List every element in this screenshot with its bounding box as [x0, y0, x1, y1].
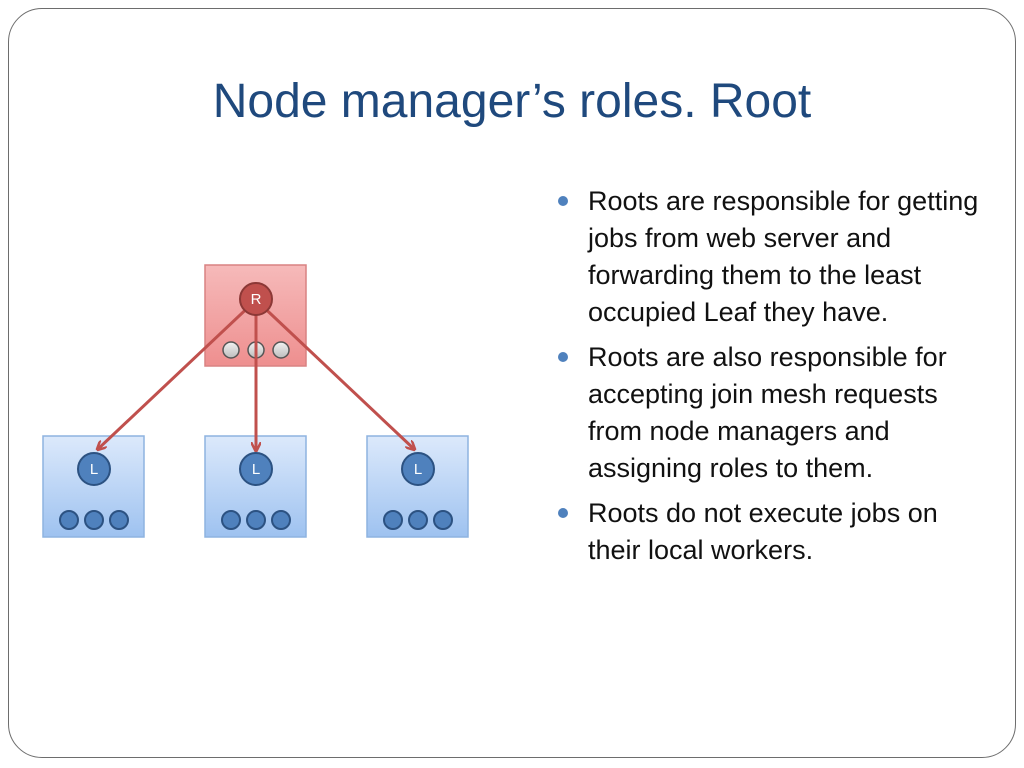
bullet-item: Roots do not execute jobs on their local…	[556, 495, 996, 569]
bullet-item: Roots are responsible for getting jobs f…	[556, 183, 996, 331]
leaf-node-label-2: L	[252, 461, 260, 478]
bullet-dot-icon	[558, 508, 568, 518]
bullet-item: Roots are also responsible for accepting…	[556, 339, 996, 487]
arrow-to-leaf-3	[254, 298, 414, 449]
leaf-node-circle-2	[239, 452, 273, 486]
root-worker-dot	[222, 341, 240, 359]
leaf-node-label-3: L	[414, 461, 422, 478]
leaf-worker-dot	[84, 510, 104, 530]
slide-title: Node manager’s roles. Root	[212, 75, 812, 128]
leaf-worker-dot	[433, 510, 453, 530]
root-node-circle	[239, 282, 273, 316]
leaf-node-label-1: L	[90, 461, 98, 478]
arrow-to-leaf-1	[98, 298, 258, 449]
leaf-worker-dot	[109, 510, 129, 530]
leaf-worker-dot	[221, 510, 241, 530]
bullet-text: Roots do not execute jobs on their local…	[588, 498, 938, 565]
bullet-text: Roots are also responsible for accepting…	[588, 342, 947, 483]
leaf-worker-dot	[271, 510, 291, 530]
root-node-label: R	[251, 291, 262, 308]
leaf-node-circle-3	[401, 452, 435, 486]
leaf-worker-dot	[408, 510, 428, 530]
leaf-node-circle-1	[77, 452, 111, 486]
leaf-worker-dot	[59, 510, 79, 530]
bullet-text: Roots are responsible for getting jobs f…	[588, 186, 979, 327]
bullet-list: Roots are responsible for getting jobs f…	[556, 183, 996, 577]
slide-frame	[8, 8, 1016, 758]
leaf-worker-dot	[383, 510, 403, 530]
root-worker-dot	[272, 341, 290, 359]
bullet-dot-icon	[558, 352, 568, 362]
bullet-dot-icon	[558, 196, 568, 206]
leaf-worker-dot	[246, 510, 266, 530]
